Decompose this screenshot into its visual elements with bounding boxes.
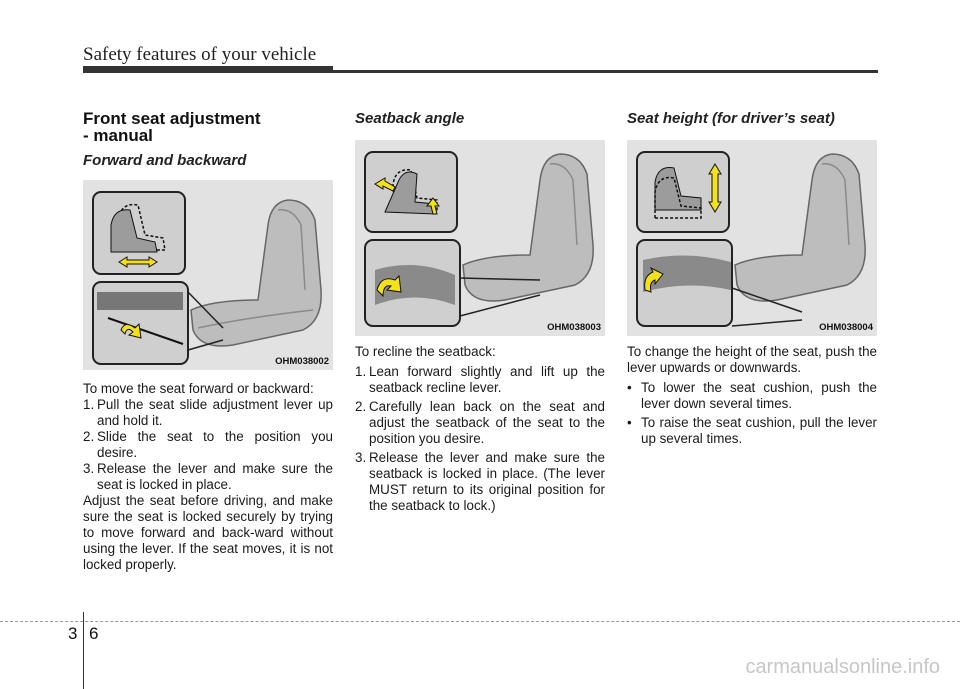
column-forward-backward: Front seat adjustment - manual Forward a… [83, 110, 335, 169]
column-seatback-angle: Seatback angle [355, 110, 607, 127]
arrow-recline-back-icon [374, 177, 396, 192]
figure-code: OHM038002 [275, 356, 329, 367]
double-arrow-vertical-icon [708, 163, 722, 213]
body-seat-height: To change the height of the seat, push t… [627, 344, 877, 447]
page-section-number: 3 [68, 624, 78, 643]
instruction-intro: To change the height of the seat, push t… [627, 344, 877, 375]
list-item: 3.Release the lever and make sure the se… [355, 450, 605, 513]
watermark: carmanualsonline.info [745, 656, 940, 678]
list-item: 1.Lean forward slightly and lift up the … [355, 364, 605, 395]
instruction-intro: To recline the seatback: [355, 344, 496, 359]
page-header-title: Safety features of your vehicle [83, 44, 317, 65]
instruction-intro: To move the seat forward or backward: [83, 381, 314, 396]
steps-list: 1.Lean forward slightly and lift up the … [355, 364, 605, 514]
list-item: •To raise the seat cushion, pull the lev… [627, 415, 877, 446]
subsection-heading: Seatback angle [355, 110, 465, 127]
bullet-icon: • [627, 380, 632, 395]
seat-slide-illustration [92, 191, 322, 365]
lever-pump-arrow-icon [644, 266, 664, 293]
figure-seat-height: OHM038004 [627, 140, 877, 336]
list-item: 1.Pull the seat slide adjustment lever u… [83, 397, 333, 428]
subsection-heading: Seat height (for driver’s seat) [627, 110, 835, 127]
body-forward-backward: To move the seat forward or backward: 1.… [83, 381, 333, 573]
header-rule-accent [83, 66, 333, 73]
safety-note: Adjust the seat before driving, and make… [83, 493, 333, 572]
list-item: 3.Release the lever and make sure the se… [83, 461, 333, 492]
figure-code: OHM038003 [547, 322, 601, 333]
seat-height-illustration [636, 151, 866, 327]
steps-list: 1.Pull the seat slide adjustment lever u… [83, 397, 333, 493]
list-item: •To lower the seat cushion, push the lev… [627, 380, 877, 411]
seatback-recline-illustration [364, 151, 594, 327]
arrow-recline-forward-icon [426, 197, 440, 215]
subsection-heading: Forward and backward [83, 152, 247, 169]
column-seat-height: Seat height (for driver’s seat) [627, 110, 879, 127]
figure-code: OHM038004 [819, 322, 873, 333]
page-number-divider [83, 612, 84, 689]
bullet-icon: • [627, 415, 632, 430]
double-arrow-horizontal-icon [118, 256, 158, 268]
header-rule [83, 70, 878, 73]
page-number: 6 [89, 624, 99, 643]
section-heading: Front seat adjustment - manual [83, 109, 261, 145]
list-item: 2.Carefully lean back on the seat and ad… [355, 399, 605, 446]
figure-seatback-angle: OHM038003 [355, 140, 605, 336]
lever-lift-arrow-icon [376, 274, 402, 298]
figure-forward-backward: OHM038002 [83, 180, 333, 370]
list-item: 2.Slide the seat to the position you des… [83, 429, 333, 460]
bullet-list: •To lower the seat cushion, push the lev… [627, 380, 877, 447]
body-seatback-angle: To recline the seatback: 1.Lean forward … [355, 344, 605, 514]
footer-rule [0, 621, 960, 622]
lever-lift-arrow-icon [120, 322, 142, 339]
